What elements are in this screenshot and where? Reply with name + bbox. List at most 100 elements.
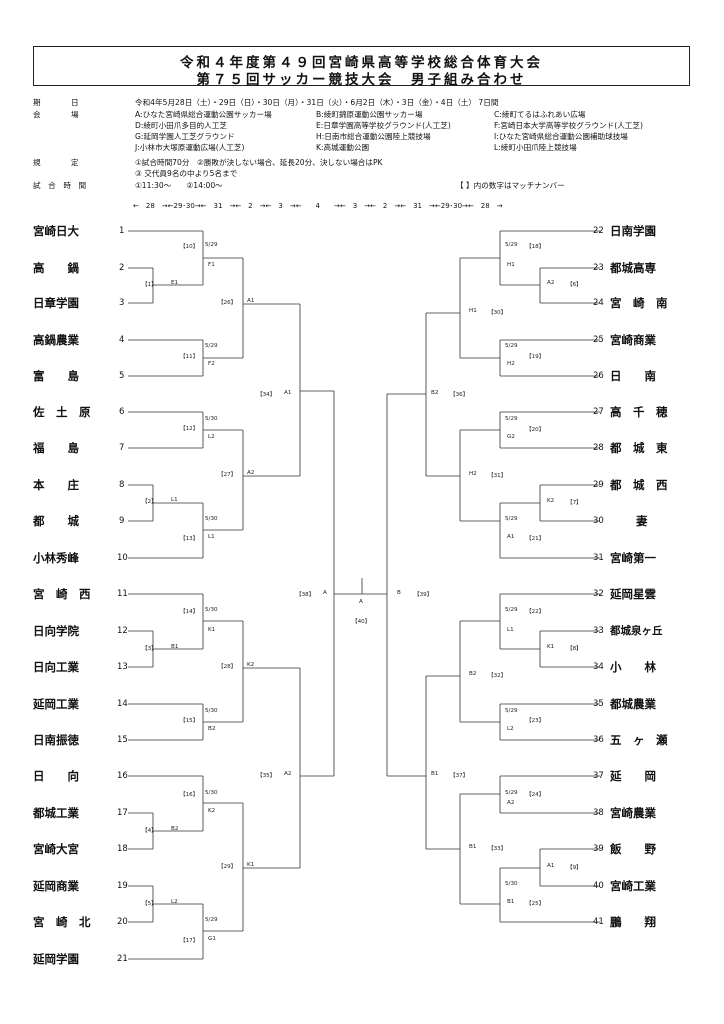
match-number: 【18】 <box>526 244 545 250</box>
match-number: 【3】 <box>142 646 157 652</box>
team-number: 22 <box>593 226 604 236</box>
team-name: 宮崎日大 <box>33 224 79 238</box>
team-number: 23 <box>593 263 604 273</box>
tournament-title: 令和４年度第４９回宮崎県高等学校総合体育大会 <box>180 55 543 71</box>
team-number: 8 <box>119 480 125 490</box>
team-name: 小林秀峰 <box>33 551 79 565</box>
match-venue: L1 <box>171 497 178 503</box>
match-number: 【1】 <box>142 282 157 288</box>
match-venue: A1 <box>507 534 515 540</box>
team-number: 41 <box>593 917 604 927</box>
match-venue: G2 <box>507 434 515 440</box>
team-name: 延岡学園 <box>33 952 79 966</box>
venue-e: E:日章学園高等学校グラウンド(人工芝) <box>316 121 451 130</box>
match-number: 【6】 <box>567 282 582 288</box>
match-number-note: 【 】内の数字はマッチナンバー <box>456 181 565 190</box>
team-name: 宮 崎 北 <box>33 915 91 929</box>
team-number: 21 <box>117 954 128 964</box>
match-number: 【16】 <box>180 792 199 798</box>
match-venue: K1 <box>208 627 216 633</box>
match-venue: A2 <box>547 280 555 286</box>
match-number: 【36】 <box>450 392 469 398</box>
match-venue: A2 <box>284 771 292 777</box>
match-number: 【34】 <box>257 392 276 398</box>
match-venue: A <box>323 590 327 596</box>
match-number: 【38】 <box>296 592 315 598</box>
match-venue: H1 <box>507 262 515 268</box>
team-number: 33 <box>593 626 604 636</box>
team-number: 17 <box>117 808 128 818</box>
match-venue: K2 <box>208 808 216 814</box>
team-number: 15 <box>117 735 128 745</box>
team-name: 都城農業 <box>610 697 656 711</box>
team-number: 35 <box>593 699 604 709</box>
match-date: 5/30 <box>205 516 218 522</box>
team-number: 20 <box>117 917 128 927</box>
team-name: 高 鍋 <box>33 261 79 275</box>
team-name: 日向学院 <box>33 624 79 638</box>
team-name: 都城泉ヶ丘 <box>610 625 663 637</box>
match-date: 5/29 <box>505 607 518 613</box>
match-number: 【22】 <box>526 609 545 615</box>
team-number: 11 <box>117 589 128 599</box>
team-name: 鵬 翔 <box>610 915 656 929</box>
match-number: 【12】 <box>180 426 199 432</box>
match-number: 【29】 <box>218 864 237 870</box>
match-number: 【32】 <box>488 673 507 679</box>
match-venue: B2 <box>171 826 179 832</box>
match-number: 【23】 <box>526 718 545 724</box>
team-name: 日章学園 <box>33 296 79 310</box>
team-name: 都城工業 <box>33 806 79 820</box>
match-venue: F2 <box>208 361 215 367</box>
venue-g: G:延岡学園人工芝グラウンド <box>135 132 235 141</box>
team-number: 4 <box>119 335 125 345</box>
match-number: 【17】 <box>180 938 199 944</box>
venue-i: I:ひなた宮崎県総合運動公園補助球技場 <box>494 132 628 141</box>
team-number: 27 <box>593 407 604 417</box>
team-number: 39 <box>593 844 604 854</box>
match-date: 5/29 <box>505 242 518 248</box>
team-name: 都 城 東 <box>610 441 668 455</box>
match-number: 【27】 <box>218 472 237 478</box>
match-date: 5/30 <box>205 790 218 796</box>
match-venue: L1 <box>507 627 514 633</box>
team-name: 宮崎農業 <box>610 806 656 820</box>
team-number: 19 <box>117 881 128 891</box>
team-name: 妻 <box>636 514 648 528</box>
match-venue: B2 <box>469 671 477 677</box>
time-label: 試 合 時 間 <box>33 181 87 190</box>
team-number: 36 <box>593 735 604 745</box>
team-number: 31 <box>593 553 604 563</box>
rules-label: 規 定 <box>33 158 79 167</box>
team-number: 9 <box>119 516 125 526</box>
venue-h: H:日南市総合運動公園陸上競技場 <box>316 132 431 141</box>
team-name: 佐 土 原 <box>33 405 91 419</box>
team-name: 福 島 <box>33 441 79 455</box>
date-row: ← 28 →←29･30→← 31 →← 2 →← 3 →← 4 →← 3 →←… <box>133 202 503 210</box>
match-venue: A1 <box>547 863 555 869</box>
match-number: 【5】 <box>142 901 157 907</box>
team-number: 5 <box>119 371 125 381</box>
team-name: 日南学園 <box>610 224 656 238</box>
match-date: 5/29 <box>205 343 218 349</box>
team-name: 本 庄 <box>33 478 79 492</box>
match-times: ①11:30～ ②14:00～ <box>135 181 223 190</box>
team-name: 日南振徳 <box>33 733 79 747</box>
match-venue: G1 <box>208 936 216 942</box>
team-number: 29 <box>593 480 604 490</box>
team-name: 小 林 <box>610 660 656 674</box>
team-number: 28 <box>593 443 604 453</box>
match-venue: B1 <box>171 644 179 650</box>
match-number: 【8】 <box>567 646 582 652</box>
match-number: 【4】 <box>142 828 157 834</box>
match-date: 5/29 <box>205 917 218 923</box>
match-venue: K2 <box>247 662 255 668</box>
venue-b: B:綾町錦原運動公園サッカー場 <box>316 110 423 119</box>
match-venue: A2 <box>507 800 515 806</box>
team-number: 14 <box>117 699 128 709</box>
team-name: 日向工業 <box>33 660 79 674</box>
team-name: 飯 野 <box>610 842 656 856</box>
match-number: 【11】 <box>180 354 199 360</box>
team-number: 12 <box>117 626 128 636</box>
team-name: 五 ヶ 瀬 <box>610 733 668 747</box>
